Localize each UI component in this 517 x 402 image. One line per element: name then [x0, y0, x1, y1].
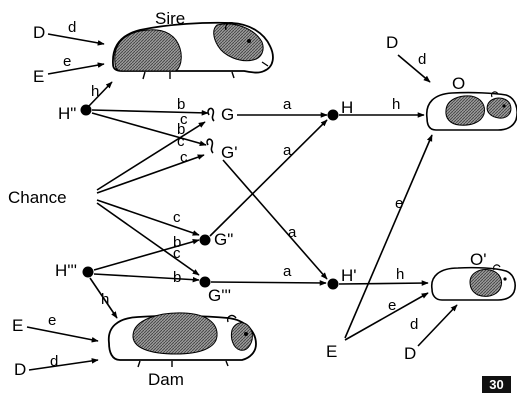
ch-gp-path-label: c [180, 149, 188, 166]
offspring-o-prime-label: O' [470, 250, 486, 269]
ch-g-path-label: c [180, 111, 188, 128]
chance-label: Chance [8, 188, 67, 207]
sire-d-arrow [47, 33, 105, 46]
d-to-offspring-o-prime-arrow [417, 304, 458, 347]
node-h-prime-dot [327, 278, 339, 290]
httt-gdd-path-label: b [173, 234, 181, 251]
d-o-path-label: d [418, 51, 426, 68]
ch-gttt-path-label: c [173, 245, 181, 262]
offspring-o-label: O [452, 74, 465, 93]
hdd-gp-c-path-label: c [177, 133, 185, 150]
dam-guinea-pig-illustration [107, 312, 257, 368]
gdd-h-path-label: a [283, 142, 292, 159]
e-o-path-label: e [395, 195, 403, 212]
sire-e-arrow [47, 62, 105, 75]
offspring-o-prime-guinea-pig-illustration [431, 264, 516, 301]
d-to-offspring-o-arrow [397, 54, 431, 83]
g-double-to-h-arrow [209, 119, 328, 237]
offspring-o-guinea-pig-illustration [425, 91, 517, 131]
dam-e-path-label: e [48, 312, 56, 329]
h-o-path-label: h [392, 96, 400, 113]
dam-d-factor-label: D [14, 360, 26, 379]
sire-e-factor-label: E [33, 67, 44, 86]
h-double-to-sire-arrow [87, 81, 113, 108]
g-prime-sperm-icon [206, 138, 214, 154]
hdd-g-path-label: b [177, 96, 185, 113]
dam-d-arrow [28, 358, 99, 371]
e-to-offspring-o-arrow [344, 134, 433, 339]
g-h-path-label: a [283, 96, 292, 113]
h-double-to-g-prime-arrow [91, 112, 207, 146]
gttt-hp-path-label: a [283, 263, 292, 280]
node-h-dot [327, 109, 339, 121]
d-op-path-label: d [410, 316, 418, 333]
chance-to-g-double-arrow [96, 199, 200, 236]
dam-d-path-label: d [50, 353, 58, 370]
sire-e-path-label: e [63, 53, 71, 70]
g-triple-to-h-prime-arrow [210, 280, 327, 286]
chance-to-g-prime-arrow [96, 154, 205, 194]
e-op-path-label: e [388, 297, 396, 314]
chance-to-g-triple-arrow [96, 202, 200, 276]
sire-guinea-pig-illustration [112, 21, 274, 80]
sire-d-path-label: d [68, 19, 76, 36]
h-double-to-g-arrow [91, 109, 209, 116]
node-g-triple-label: G''' [208, 286, 231, 305]
node-g-double-dot [199, 234, 211, 246]
h-prime-to-offspring-o-prime-arrow [338, 280, 429, 286]
e-to-offspring-o-prime-arrow [344, 292, 429, 341]
chance-to-g-arrow [96, 121, 206, 191]
dam-e-arrow [26, 326, 99, 343]
hdd-gp-b-path-label: b [177, 121, 185, 138]
dam-e-factor-label: E [12, 316, 23, 335]
dam-h-path-label: h [101, 291, 109, 308]
hp-op-path-label: h [396, 266, 404, 283]
node-h-double-label: H" [58, 104, 76, 123]
figure-number-badge [482, 376, 511, 393]
g-sperm-icon [207, 107, 215, 122]
ch-gdd-path-label: c [173, 209, 181, 226]
sire-h-path-label: h [91, 83, 99, 100]
sire-d-factor-label: D [33, 23, 45, 42]
node-h-double-dot [80, 104, 92, 116]
httt-gttt-path-label: b [173, 269, 181, 286]
node-g-prime-label: G' [221, 143, 237, 162]
sire-label: Sire [155, 9, 185, 28]
h-triple-to-dam-arrow [89, 277, 118, 319]
node-h-label: H [341, 98, 353, 117]
node-g-triple-dot [199, 276, 211, 288]
node-g-label: G [221, 105, 234, 124]
g-prime-to-h-prime-arrow [222, 159, 328, 280]
node-g-double-label: G" [214, 230, 233, 249]
h-triple-to-g-triple-arrow [93, 273, 200, 283]
offspring-d-top-factor-label: D [386, 33, 398, 52]
node-h-prime-label: H' [341, 266, 357, 285]
offspring-d-bottom-factor-label: D [404, 344, 416, 363]
h-triple-to-g-double-arrow [93, 239, 200, 271]
node-h-triple-dot [82, 266, 94, 278]
gp-hp-path-label: a [288, 224, 297, 241]
dam-label: Dam [148, 370, 184, 389]
node-h-triple-label: H''' [55, 261, 77, 280]
figure-number-label: 30 [489, 377, 503, 392]
offspring-e-bottom-factor-label: E [326, 342, 337, 361]
